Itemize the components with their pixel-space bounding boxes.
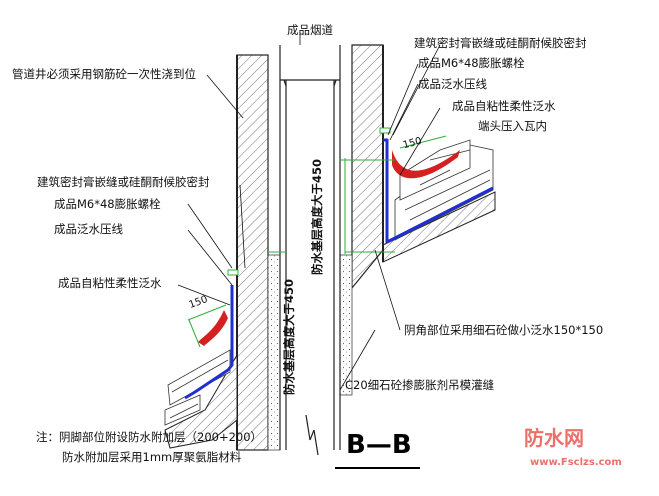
right-wall [351, 44, 496, 290]
bolt-left-mark [227, 269, 239, 276]
label-vertical-left: 防水基层高度大于450 [282, 278, 296, 395]
note-line-2: 防水附加层采用1mm厚聚氨脂材料 [62, 450, 242, 464]
label-vertical-right: 防水基层高度大于450 [310, 158, 324, 275]
label-sealant-left: 建筑密封膏嵌缝或硅酮耐候胶密封 [37, 175, 210, 189]
label-membrane-right: 成品自粘性柔性泛水 [452, 99, 556, 113]
left-roof-slab [164, 353, 238, 449]
watermark-url: www.Fsclzs.com [530, 457, 622, 468]
note-line-1: 注：阴脚部位附设防水附加层（200+200） [36, 430, 263, 444]
label-membrane-left: 成品自粘性柔性泛水 [58, 276, 162, 290]
label-tile-end: 端头压入瓦内 [478, 119, 547, 133]
membrane-layer [184, 138, 494, 400]
dimension-lines [187, 135, 447, 348]
section-title: B—B [346, 430, 412, 460]
label-flue: 成品烟道 [287, 23, 333, 37]
left-tiles [164, 349, 231, 426]
label-strip-left: 成品泛水压线 [54, 222, 123, 236]
c20-fill-left [267, 254, 281, 451]
c20-fill-right [339, 254, 353, 396]
flashing-right-shape [392, 150, 460, 179]
membrane-left-line [184, 285, 234, 400]
membrane-right-line [383, 138, 494, 244]
label-corner-note: 阴角部位采用细石砼做小泛水150*150 [404, 323, 604, 337]
label-bolt-right: 成品M6*48膨胀螺栓 [418, 56, 525, 70]
bolt-right-mark [379, 127, 391, 134]
label-strip-right: 成品泛水压线 [418, 77, 487, 91]
label-shaft-note: 管道井必须采用钢筋砼一次性浇到位 [12, 67, 196, 81]
label-c20-note: C20细石砼掺膨胀剂吊模灌缝 [345, 378, 495, 392]
left-wall [236, 54, 269, 451]
flue-pipe [279, 45, 341, 456]
watermark-text: 防水网 [524, 426, 584, 450]
label-sealant-right: 建筑密封膏嵌缝或硅酮耐候胶密封 [414, 36, 587, 50]
flashing-layer [198, 150, 460, 346]
label-bolt-left: 成品M6*48膨胀螺栓 [54, 197, 161, 211]
flashing-left-shape [198, 310, 228, 346]
leader-lines [177, 32, 441, 391]
